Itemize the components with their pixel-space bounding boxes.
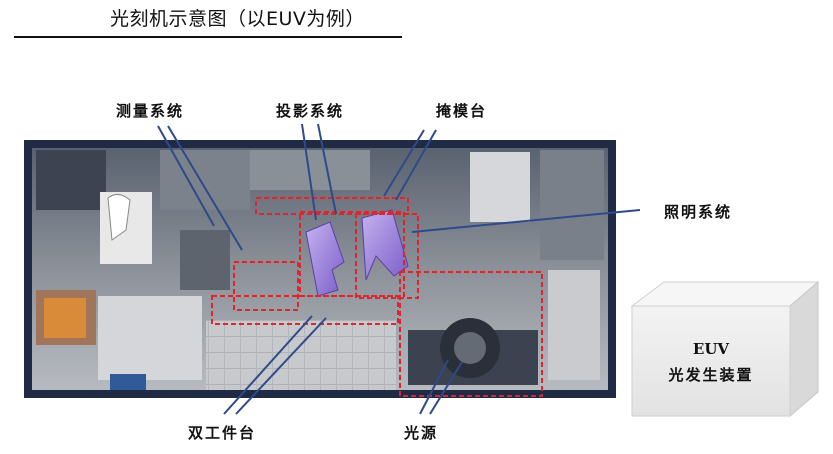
label-mask-stage: 掩模台 — [436, 102, 488, 120]
label-light-source: 光源 — [404, 424, 439, 442]
machinery-details — [36, 150, 604, 390]
region-illumination — [355, 213, 419, 299]
label-projection-system: 投影系统 — [276, 102, 345, 120]
euv-box-line1: EUV — [692, 340, 730, 358]
region-light-source — [399, 271, 543, 397]
label-measurement-system: 测量系统 — [116, 102, 185, 120]
region-measurement — [233, 261, 299, 311]
projection-optics — [305, 209, 409, 297]
euv-box-line2: 光发生装置 — [668, 366, 754, 384]
euv-generator-box — [630, 280, 820, 418]
leader-lines — [157, 123, 641, 415]
label-dual-stage: 双工件台 — [188, 424, 257, 442]
title-underline — [14, 36, 402, 38]
label-illumination-system: 照明系统 — [664, 203, 733, 221]
page-title: 光刻机示意图（以EUV为例） — [110, 8, 365, 30]
